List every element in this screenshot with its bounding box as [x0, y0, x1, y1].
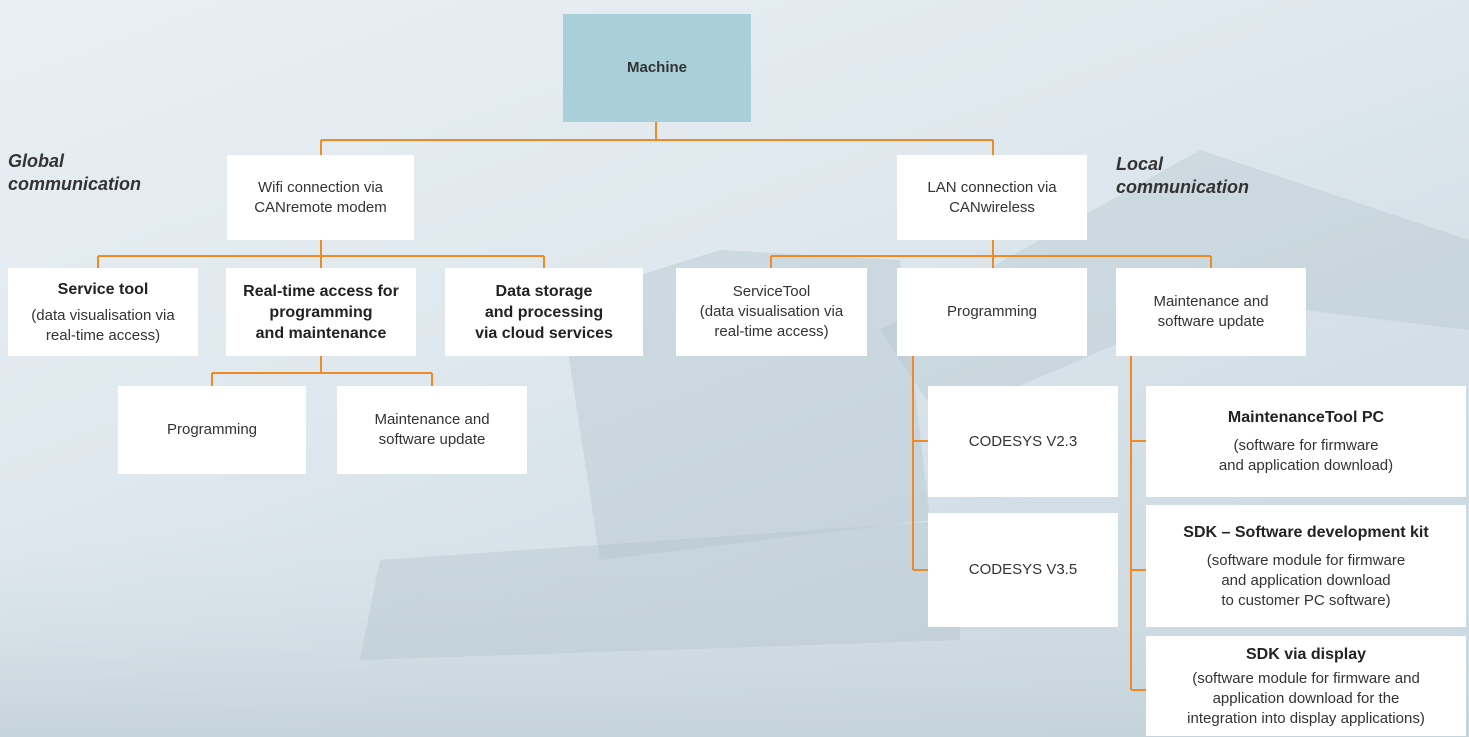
servicetool-node[interactable]: ServiceTool (data visualisation via real… [676, 268, 867, 356]
realtime-access-node[interactable]: Real-time access for programming and mai… [226, 268, 416, 356]
wifi-connection-node[interactable]: Wifi connection via CANremote modem [227, 155, 414, 240]
right-maintenance-label: Maintenance and software update [1153, 293, 1269, 330]
sdk-display-desc: (software module for firmware and applic… [1187, 669, 1425, 727]
machine-label: Machine [626, 59, 687, 76]
maintenancetool-pc-title: MaintenanceTool PC [1227, 409, 1385, 426]
codesys-v35-label: CODESYS V3.5 [968, 561, 1078, 578]
data-storage-node[interactable]: Data storage and processing via cloud se… [445, 268, 643, 356]
sdk-node[interactable]: SDK – Software development kit (software… [1146, 505, 1466, 627]
machine-node[interactable]: Machine [563, 14, 751, 122]
service-tool-desc: (data visualisation via real-time access… [31, 306, 175, 344]
left-programming-node[interactable]: Programming [118, 386, 306, 474]
global-communication-label: Global communication [8, 151, 142, 194]
codesys-v35-node[interactable]: CODESYS V3.5 [928, 513, 1118, 627]
local-communication-label: Local communication [1116, 154, 1250, 197]
codesys-v23-node[interactable]: CODESYS V2.3 [928, 386, 1118, 497]
service-tool-node[interactable]: Service tool (data visualisation via rea… [8, 268, 198, 356]
left-maintenance-label: Maintenance and software update [374, 411, 490, 448]
servicetool-label: ServiceTool (data visualisation via real… [699, 283, 844, 340]
sdk-title: SDK – Software development kit [1183, 523, 1429, 541]
wifi-connection-label: Wifi connection via CANremote modem [254, 178, 387, 216]
service-tool-title: Service tool [57, 280, 149, 298]
right-maintenance-node[interactable]: Maintenance and software update [1116, 268, 1306, 356]
maintenancetool-pc-node[interactable]: MaintenanceTool PC (software for firmwar… [1146, 386, 1466, 497]
maintenancetool-pc-desc: (software for firmware and application d… [1218, 437, 1394, 474]
lan-connection-label: LAN connection via CANwireless [927, 178, 1057, 216]
data-storage-label: Data storage and processing via cloud se… [475, 282, 613, 342]
sdk-desc: (software module for firmware and applic… [1206, 551, 1406, 609]
lan-connection-node[interactable]: LAN connection via CANwireless [897, 155, 1087, 240]
right-programming-label: Programming [946, 303, 1038, 320]
sdk-display-title: SDK via display [1245, 645, 1367, 663]
sdk-display-node[interactable]: SDK via display (software module for fir… [1146, 636, 1466, 736]
codesys-v23-label: CODESYS V2.3 [968, 432, 1078, 450]
right-programming-node[interactable]: Programming [897, 268, 1087, 356]
realtime-access-label: Real-time access for programming and mai… [243, 282, 399, 342]
left-programming-label: Programming [166, 421, 258, 438]
left-maintenance-node[interactable]: Maintenance and software update [337, 386, 527, 474]
